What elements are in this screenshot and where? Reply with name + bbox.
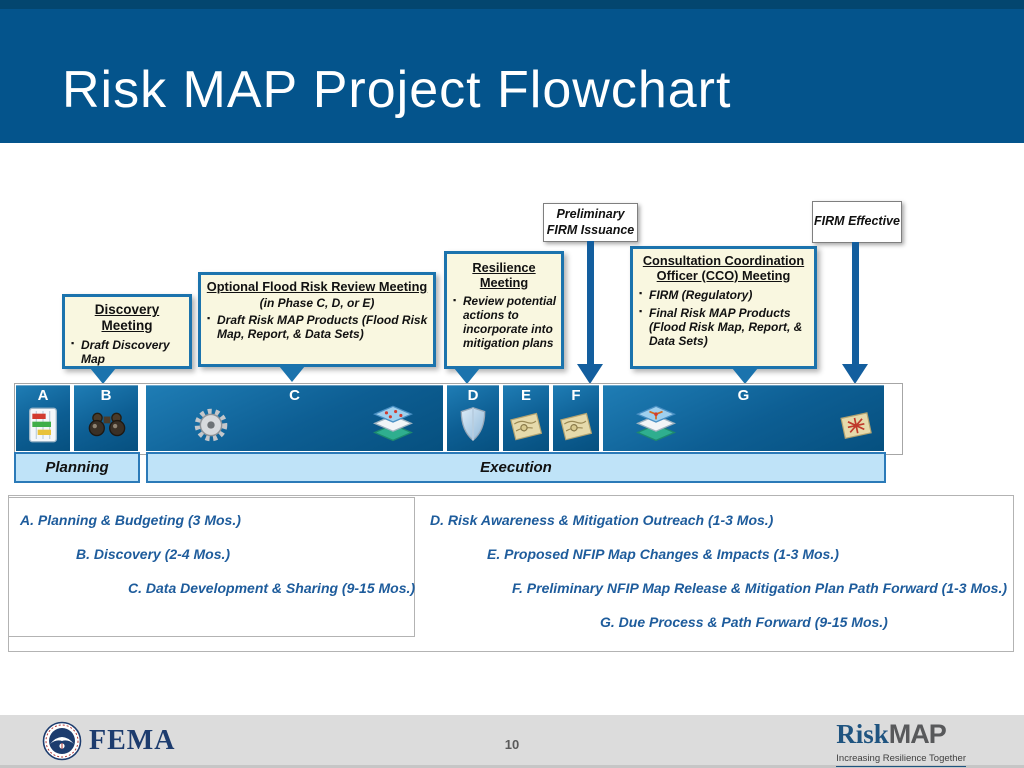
callout-bullet: Draft Discovery Map [71, 338, 185, 366]
legend-left-box [8, 497, 415, 637]
pointer-arrow-discovery [90, 368, 116, 384]
page-title: Risk MAP Project Flowchart [62, 61, 732, 119]
riskmap-map-text: MAP [888, 719, 947, 749]
header-top-stripe [0, 0, 1024, 9]
map-layers-icon [635, 405, 677, 442]
pointer-arrow-resilience [454, 368, 480, 384]
callout-bullet: Draft Risk MAP Products (Flood Risk Map,… [207, 313, 429, 341]
timeline-segment-a: A [16, 385, 70, 451]
map-icon [510, 412, 543, 441]
arrowhead-preliminary-firm [577, 364, 603, 384]
timeline-segment-d: D [447, 385, 499, 451]
milestone-label: Preliminary FIRM Issuance [546, 206, 635, 237]
callout-bullet: Final Risk MAP Products (Flood Risk Map,… [639, 306, 810, 348]
milestone-firm-effective: FIRM Effective [812, 201, 902, 243]
gear-icon [194, 408, 228, 442]
milestone-label: FIRM Effective [814, 214, 900, 229]
legend-item-d: D. Risk Awareness & Mitigation Outreach … [430, 512, 774, 528]
callout-cco-meeting: Consultation Coordination Officer (CCO) … [630, 246, 817, 369]
dhs-seal-icon [42, 721, 82, 761]
shield-icon [460, 407, 486, 442]
timeline-segment-g: G [603, 385, 884, 451]
segment-letter: C [289, 387, 300, 404]
phase-label: Planning [45, 459, 109, 476]
phase-execution: Execution [146, 452, 886, 483]
milestone-preliminary-firm-issuance: Preliminary FIRM Issuance [543, 203, 638, 242]
timeline-segment-f: F [553, 385, 599, 451]
arrowhead-firm-effective [842, 364, 868, 384]
legend-item-a: A. Planning & Budgeting (3 Mos.) [20, 512, 241, 528]
legend-box [8, 495, 1014, 652]
segment-letter: A [37, 387, 49, 404]
arrow-firm-effective [852, 242, 859, 365]
slide-footer: FEMA 10 RiskMAP Increasing Resilience To… [0, 715, 1024, 768]
legend-item-e: E. Proposed NFIP Map Changes & Impacts (… [487, 546, 839, 562]
riskmap-tagline: Increasing Resilience Together [836, 753, 966, 767]
phase-planning: Planning [14, 452, 140, 483]
timeline-segment-e: E [503, 385, 549, 451]
callout-title: Optional Flood Risk Review Meeting [206, 279, 428, 294]
callout-title: Discovery Meeting [94, 302, 160, 333]
arrow-preliminary-firm [587, 241, 594, 365]
timeline-segment-b: B [74, 385, 138, 451]
fema-logo: FEMA [42, 721, 175, 761]
map-icon [560, 412, 593, 441]
timeline-segment-c: C [146, 385, 443, 451]
map-layers-icon [372, 405, 414, 442]
segment-letter: B [100, 387, 112, 404]
callout-title: Resilience Meeting [472, 260, 536, 290]
legend-item-c: C. Data Development & Sharing (9-15 Mos.… [128, 580, 416, 596]
fema-wordmark: FEMA [89, 725, 176, 756]
callout-bullet: FIRM (Regulatory) [639, 288, 810, 302]
segment-letter: F [571, 387, 581, 404]
legend-item-b: B. Discovery (2-4 Mos.) [76, 546, 231, 562]
legend-item-f: F. Preliminary NFIP Map Release & Mitiga… [512, 580, 1008, 596]
legend-item-g: G. Due Process & Path Forward (9-15 Mos.… [600, 614, 888, 630]
callout-title: Consultation Coordination Officer (CCO) … [642, 253, 805, 283]
segment-letter: E [520, 387, 531, 404]
segment-letter: G [737, 387, 750, 404]
segment-letter: D [467, 387, 479, 404]
phase-label: Execution [480, 459, 552, 476]
slide-header: Risk MAP Project Flowchart [0, 0, 1024, 143]
riskmap-logo: RiskMAP Increasing Resilience Together [836, 721, 966, 767]
callout-discovery-meeting: Discovery Meeting Draft Discovery Map [62, 294, 192, 369]
page-number: 10 [504, 737, 520, 752]
pointer-arrow-optional [279, 366, 305, 382]
callout-bullet: Review potential actions to incorporate … [453, 294, 557, 351]
callout-subtitle: (in Phase C, D, or E) [259, 295, 375, 310]
pointer-arrow-cco [732, 368, 758, 384]
callout-optional-flood-risk-review: Optional Flood Risk Review Meeting (in P… [198, 272, 436, 367]
riskmap-risk-text: Risk [836, 719, 889, 749]
map-icon [840, 412, 872, 440]
project-plan-icon [29, 407, 57, 443]
binoculars-icon [88, 412, 126, 437]
callout-resilience-meeting: Resilience Meeting Review potential acti… [444, 251, 564, 369]
